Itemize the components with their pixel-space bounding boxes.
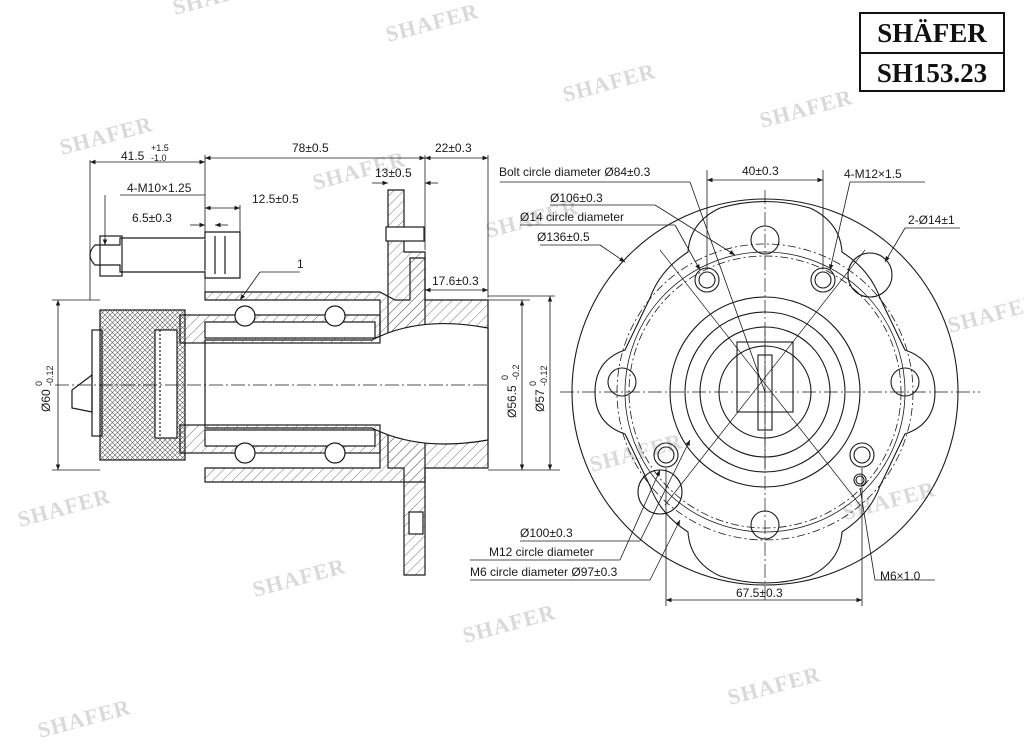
label-stud-shoulder: 6.5±0.3 [132, 211, 172, 225]
label-dia-pilot-inner: Ø56.5 [505, 385, 519, 418]
title-block: SHÄFER SH153.23 [859, 12, 1005, 92]
label-bolt-circle: Bolt circle diameter Ø84±0.3 [499, 165, 651, 179]
ball-lower-right [324, 442, 346, 464]
watermark: SHAFER [945, 289, 1024, 338]
front-labels: Bolt circle diameter Ø84±0.3 Ø106±0.3 Ø1… [470, 164, 955, 600]
watermark: SHAFER [35, 694, 134, 742]
flange-hole [890, 367, 920, 397]
watermark: SHAFER [587, 428, 686, 477]
callout-1: 1 [297, 257, 304, 271]
watermark: SHAFER [560, 58, 659, 107]
part-number: SH153.23 [861, 52, 1003, 92]
hub-bore [204, 322, 489, 445]
watermark: SHAFER [383, 0, 482, 47]
abs-encoder-ring [154, 329, 178, 439]
flange-m6-hole [408, 511, 424, 535]
ball-upper-left [234, 305, 256, 327]
label-dia-pilot-outer: Ø57 [533, 389, 547, 412]
label-dia-pilot-inner-tol-upper: 0 [500, 375, 510, 380]
connector-tab [71, 373, 93, 413]
m6-hole [853, 473, 867, 487]
label-stud-step: 12.5±0.5 [252, 192, 299, 206]
front-view [560, 190, 980, 600]
m12-hole [653, 442, 679, 468]
label-holes-14: 2-Ø14±1 [908, 213, 955, 227]
label-dim-67: 67.5±0.3 [736, 586, 783, 600]
label-length-tol-lower: -1.0 [151, 153, 167, 163]
large-hole-14 [847, 252, 893, 298]
label-thread-m6: M6×1.0 [880, 569, 921, 583]
label-dia-pilot-outer-tol-upper: 0 [528, 381, 538, 386]
label-dia-outer-ring: Ø60 [39, 389, 53, 412]
label-dia-pilot-outer-tol-lower: -0.12 [539, 365, 549, 386]
label-stud-thread: 4-M10×1.25 [127, 181, 192, 195]
front-dimensions [470, 170, 960, 606]
side-dimensions [52, 155, 560, 471]
flange-outline [594, 200, 936, 584]
label-dia-100: Ø100±0.3 [520, 526, 573, 540]
label-flange-offset: 22±0.3 [435, 141, 472, 155]
label-flange-thickness: 13±0.5 [375, 166, 412, 180]
watermark: SHAFER [250, 553, 349, 602]
label-dia-136: Ø136±0.5 [537, 230, 590, 244]
label-dia-106: Ø106±0.3 [550, 191, 603, 205]
label-dia-outer-ring-tol-lower: -0.12 [45, 365, 55, 386]
label-m6-circle: M6 circle diameter Ø97±0.3 [470, 565, 618, 579]
label-hole-circle-14: Ø14 circle diameter [520, 210, 624, 224]
label-dia-pilot-inner-tol-lower: -0.2 [511, 364, 521, 380]
flange-hole [607, 367, 637, 397]
m12-hole [849, 442, 875, 468]
stud-head [99, 235, 123, 277]
watermark: SHAFER [757, 84, 856, 133]
flange-bolt-hole [385, 226, 425, 242]
wheel-stud [89, 231, 241, 279]
watermark: SHAFER [460, 599, 559, 648]
watermark: SHAFER [15, 483, 114, 532]
label-length-tol-upper: +1.5 [151, 143, 169, 153]
label-dia-outer-ring-tol-upper: 0 [34, 381, 44, 386]
ball-upper-right [324, 305, 346, 327]
label-length-total: 41.5 [121, 149, 145, 163]
watermark: SHAFER [725, 661, 824, 710]
label-m12-circle: M12 circle diameter [489, 545, 594, 559]
ball-lower-left [234, 442, 256, 464]
watermark: SHAFER [170, 0, 269, 20]
label-thread-m12: 4-M12×1.5 [844, 167, 902, 181]
side-labels: 41.5 +1.5 -1.0 78±0.5 22±0.3 13±0.5 4-M1… [34, 141, 549, 418]
brand-name: SHÄFER [877, 17, 987, 48]
side-section-view [55, 189, 490, 576]
label-dim-40: 40±0.3 [742, 164, 779, 178]
label-hub-length: 78±0.5 [292, 141, 329, 155]
label-pilot: 17.6±0.3 [432, 274, 479, 288]
